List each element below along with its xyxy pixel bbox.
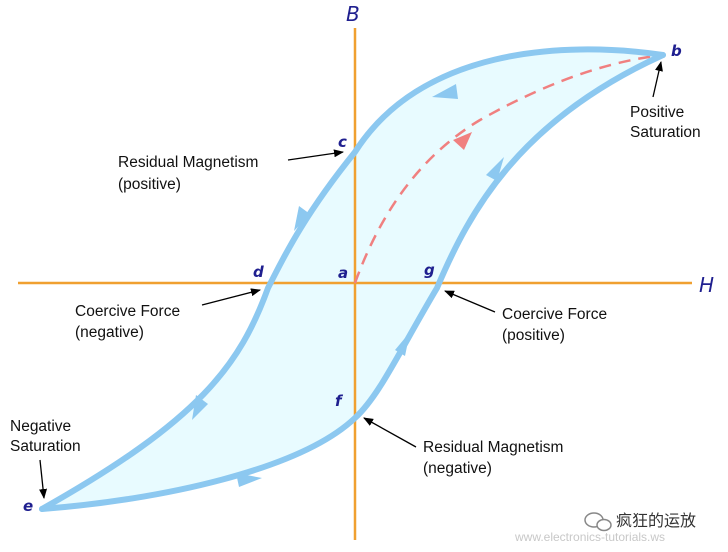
h-axis-title: H xyxy=(699,273,714,297)
watermark-url: www.electronics-tutorials.ws xyxy=(514,530,665,544)
coercive-negative-label: Coercive Force (negative) xyxy=(75,303,184,341)
coercive-positive-pointer xyxy=(444,290,496,313)
residual-negative-label: Residual Magnetism (negative) xyxy=(423,439,568,477)
b-axis-title: B xyxy=(346,2,360,26)
coercive-negative-pointer xyxy=(201,288,261,306)
loop-arrow-lower-left xyxy=(192,395,208,420)
point-label-d: d xyxy=(253,263,264,281)
initial-magnetization-curve xyxy=(353,53,664,284)
point-label-c: c xyxy=(338,133,347,151)
negative-saturation-label: Negative Saturation xyxy=(10,418,81,455)
positive-saturation-pointer xyxy=(652,61,663,98)
wechat-logo-icon xyxy=(584,512,612,532)
loop-arrow-top xyxy=(432,84,458,99)
negative-saturation-pointer xyxy=(39,459,48,499)
point-label-e: e xyxy=(23,497,33,515)
loop-fill xyxy=(42,49,663,510)
coercive-positive-label: Coercive Force (positive) xyxy=(502,306,611,344)
loop-arrow-bottom xyxy=(236,473,262,487)
loop-lower-branch xyxy=(39,52,666,512)
residual-positive-label: Residual Magnetism (positive) xyxy=(118,154,263,193)
loop-upper-branch xyxy=(39,46,666,512)
residual-positive-pointer xyxy=(287,149,344,161)
residual-negative-pointer xyxy=(363,417,417,448)
initial-curve-arrow xyxy=(453,132,472,150)
point-label-a: a xyxy=(338,264,348,282)
loop-arrow-upper-left xyxy=(294,206,310,231)
positive-saturation-label: Positive Saturation xyxy=(630,104,701,141)
point-label-b: b xyxy=(671,42,682,60)
point-label-f: f xyxy=(335,392,344,410)
loop-arrow-lower-right xyxy=(395,332,410,356)
point-label-g: g xyxy=(424,261,435,279)
loop-arrow-upper-right xyxy=(486,157,504,181)
watermark-text: 疯狂的运放 xyxy=(616,511,696,530)
